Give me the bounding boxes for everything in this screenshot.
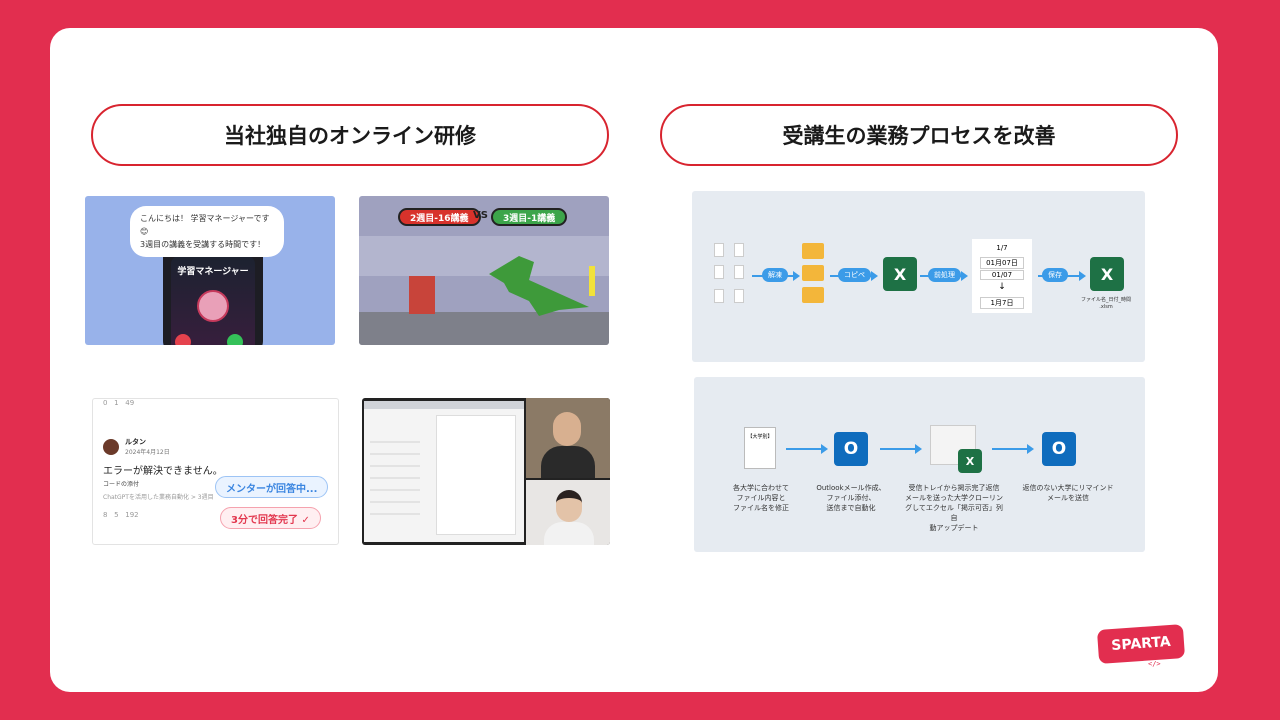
sparta-logo-code-mark: </> bbox=[1148, 660, 1161, 668]
tile-learning-manager: こんにちは！ 学習マネージャーです😊 3週目の講義を受講する時間です！ 学習マネ… bbox=[85, 196, 335, 345]
date-format: 01/07 bbox=[980, 270, 1024, 280]
excel-icon: X bbox=[958, 449, 982, 473]
outlook-icon: O bbox=[834, 432, 868, 466]
right-heading-pill: 受講生の業務プロセスを改善 bbox=[660, 104, 1178, 166]
tile-pixel-game: 2週目-16講義 VS 3週目-1講義 bbox=[359, 196, 609, 345]
file-icon bbox=[714, 265, 724, 279]
output-filename: ファイル名_日付_時間 .xlsm bbox=[1080, 297, 1131, 310]
participant-video-2 bbox=[526, 480, 610, 545]
caption-step-2: Outlookメール作成、 ファイル添付、 送信まで自動化 bbox=[816, 484, 886, 512]
flow-arrow bbox=[992, 444, 1034, 454]
avatar-icon bbox=[197, 290, 229, 322]
tile-video-call bbox=[362, 398, 610, 545]
attach-label: コードの添付 bbox=[103, 481, 140, 488]
participant-face-2 bbox=[556, 490, 582, 522]
decline-call-icon bbox=[175, 334, 191, 345]
bottom-stats: 8 5 192 bbox=[103, 511, 139, 519]
accept-call-icon bbox=[227, 334, 243, 345]
date-format: 1/7 bbox=[996, 244, 1008, 252]
excel-icon: X bbox=[1090, 257, 1124, 291]
caption-step-4: 返信のない大学にリマインド メールを送信 bbox=[1022, 484, 1114, 502]
date-format: 01月07日 bbox=[980, 257, 1024, 269]
outlook-icon: O bbox=[1042, 432, 1076, 466]
file-icon bbox=[714, 243, 724, 257]
caller-name: 学習マネージャー bbox=[177, 267, 249, 277]
post-description: ChatGPTを活用した業務自動化 > 3週目 bbox=[103, 494, 214, 501]
left-heading-pill: 当社独自のオンライン研修 bbox=[91, 104, 609, 166]
down-arrow-icon: ↓ bbox=[998, 282, 1006, 292]
spartan-character-icon bbox=[409, 276, 435, 314]
vs-label: VS bbox=[473, 210, 488, 221]
date-conversion-box: 1/7 01月07日 01/07 ↓ 1月7日 bbox=[972, 239, 1032, 313]
cloud-band bbox=[359, 236, 609, 276]
file-icon bbox=[714, 289, 724, 303]
mentor-answering-chip: メンターが回答中... bbox=[215, 476, 329, 498]
right-progress-tag: 3週目-1講義 bbox=[491, 208, 568, 226]
folder-icon bbox=[802, 243, 824, 259]
flow-diagram-excel: 解凍 コピペ X 前処理 1/7 01月07日 01/07 ↓ 1月7日 保存 … bbox=[692, 191, 1145, 362]
sparta-logo: SPARTA bbox=[1096, 624, 1186, 664]
flow-arrow bbox=[786, 444, 828, 454]
greeting-bubble: こんにちは！ 学習マネージャーです😊 3週目の講義を受講する時間です！ bbox=[130, 206, 284, 257]
top-stats: 0 1 49 bbox=[103, 399, 135, 407]
step-save: 保存 bbox=[1042, 268, 1068, 282]
caption-step-1: 各大学に合わせて ファイル内容と ファイル名を修正 bbox=[733, 484, 789, 512]
lightning-icon bbox=[589, 266, 595, 296]
participant-face-1 bbox=[553, 412, 581, 446]
participant-body-1 bbox=[541, 446, 595, 478]
form-panel bbox=[436, 415, 516, 535]
file-icon bbox=[734, 265, 744, 279]
step-copy-paste: コピペ bbox=[838, 268, 871, 282]
caption-step-3: 受信トレイから掲示完了返信 メールを送った大学クローリン グしてエクセル「掲示可… bbox=[905, 484, 1003, 532]
excel-icon: X bbox=[883, 257, 917, 291]
post-date: 2024年4月12日 bbox=[125, 449, 170, 456]
left-progress-tag: 2週目-16講義 bbox=[398, 208, 481, 226]
shared-screen bbox=[364, 401, 524, 542]
file-icon bbox=[734, 289, 744, 303]
list-panel bbox=[370, 441, 420, 521]
folder-icon bbox=[802, 265, 824, 281]
user-name: ルタン bbox=[125, 438, 146, 446]
flow-diagram-outlook: 【大学別】 O X O 各大学に合わせて ファイル内容と ファイル名を修正 Ou… bbox=[694, 377, 1145, 552]
step-unzip: 解凍 bbox=[762, 268, 788, 282]
step-preprocess: 前処理 bbox=[928, 268, 961, 282]
participant-video-1 bbox=[526, 398, 610, 478]
participant-body-2 bbox=[544, 522, 594, 545]
user-avatar bbox=[103, 439, 119, 455]
file-icon bbox=[734, 243, 744, 257]
folder-icon bbox=[802, 287, 824, 303]
browser-bar bbox=[364, 401, 524, 409]
flow-arrow bbox=[880, 444, 922, 454]
answered-chip: 3分で回答完了 ✓ bbox=[220, 507, 321, 529]
document-icon bbox=[744, 427, 776, 469]
document-tag: 【大学別】 bbox=[747, 434, 773, 440]
date-result: 1月7日 bbox=[980, 297, 1024, 309]
rock-ground bbox=[359, 312, 609, 345]
question-text: エラーが解決できません。 bbox=[103, 466, 223, 477]
